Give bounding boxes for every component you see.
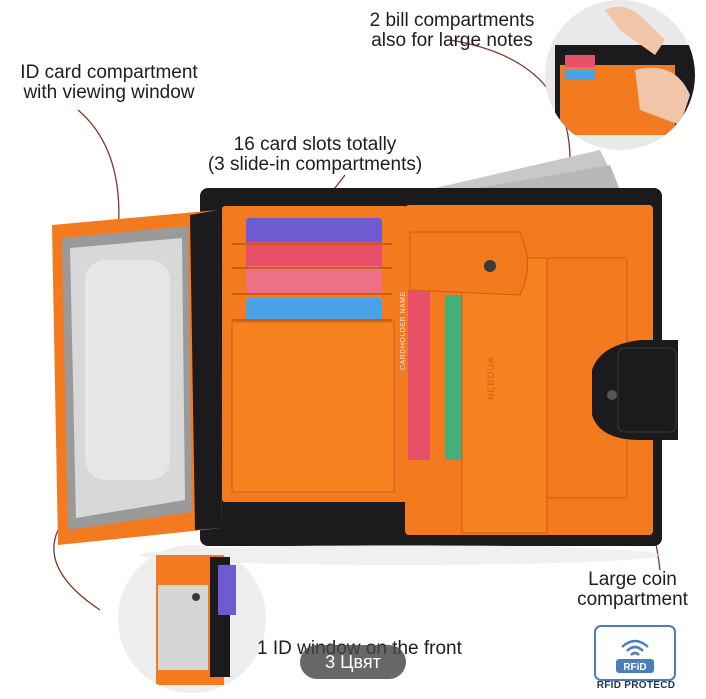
label-line: compartment — [577, 589, 688, 610]
front-window-zoom — [118, 545, 266, 693]
id-window-blur — [85, 260, 170, 480]
label-line: Large coin — [588, 569, 677, 590]
label-line: 2 bill compartments — [369, 10, 535, 31]
card-pink — [246, 266, 382, 294]
rfid-text: RFiD — [623, 662, 646, 673]
card-pink — [246, 218, 382, 248]
label-line: ID card compartment — [20, 62, 198, 83]
closure-tab — [592, 340, 678, 440]
card-slot-vertical — [445, 295, 463, 460]
label-bill-compartments: 2 bill compartments also for large notes — [352, 11, 552, 51]
arrow-id-window — [77, 109, 120, 236]
arrow-front-window — [53, 529, 101, 611]
card-slot-vertical — [408, 290, 430, 460]
bill-compartment-zoom — [545, 0, 695, 150]
rfid-icon: RFiD — [594, 625, 676, 695]
snap-strap — [409, 231, 528, 296]
arrow-bill — [449, 39, 571, 161]
card-pink — [246, 242, 382, 270]
label-id-compartment: ID card compartment with viewing window — [4, 63, 214, 103]
brand-emboss: NEBOUA — [486, 355, 496, 400]
inner-panel — [461, 257, 548, 534]
label-line: also for large notes — [371, 30, 533, 51]
label-coin-compartment: Large coin compartment — [560, 570, 705, 610]
color-variant-badge[interactable]: 3 Цвят — [300, 645, 406, 679]
rfid-caption: RFID PROTECD — [596, 680, 676, 691]
label-line: (3 slide-in compartments) — [207, 154, 423, 175]
label-line: 16 card slots totally — [233, 134, 397, 155]
label-line: with viewing window — [23, 82, 195, 103]
card-holder-text: CARDHOLDER NAME — [400, 291, 407, 370]
card-blue — [246, 298, 382, 322]
snap-button — [484, 260, 496, 272]
label-card-slots: 16 card slots totally (3 slide-in compar… — [190, 135, 440, 175]
id-flap-shade — [190, 210, 222, 530]
closure-snap — [607, 390, 617, 400]
